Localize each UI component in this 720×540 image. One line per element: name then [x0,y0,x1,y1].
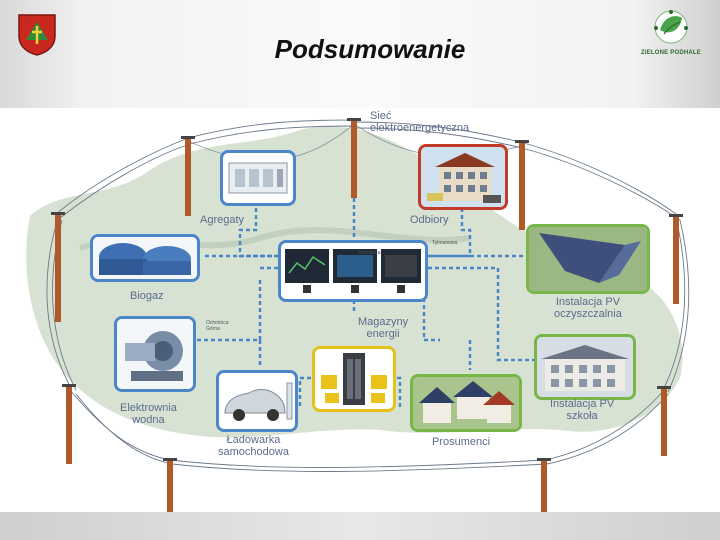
pole-icons [55,118,679,512]
monitor-screens-icon [281,243,425,299]
aggregates-label: Agregaty [200,214,245,226]
storage-label: Magazyny energii [358,316,409,340]
logo-caption: ZIELONE PODHALE [640,50,701,56]
charger-box [216,370,298,432]
biogas-tank-icon [93,237,197,279]
bottom-bar [0,512,720,540]
map-label-tylmanowa: Tylmanowa [432,240,458,246]
grid-label: Sieć elektroenergetyczna [370,110,470,134]
pv-school-box [534,334,636,400]
coat-of-arms-icon [16,12,58,56]
energy-system-diagram: Sieć elektroenergetyczna Agregaty Odbior… [0,108,720,512]
school-building-icon [537,337,633,397]
prosumers-box [410,374,522,432]
turbine-icon [117,319,193,389]
green-leaf-logo-icon: ZIELONE PODHALE [640,8,702,58]
consumers-box [418,144,508,210]
building-icon [421,147,505,207]
pv-school-label: Instalacja PV szkoła [550,398,615,422]
prosumers-label: Prosumenci [432,436,491,448]
aggregates-box [220,150,296,206]
map-label-ochotnica: Ochotnica [358,250,381,256]
consumers-label: Odbiory [410,214,449,226]
biogas-box [90,234,200,282]
hydro-box [114,316,196,392]
generator-icon [228,162,288,194]
hydro-label: Elektrownia wodna [120,402,177,426]
pv-plant-label: Instalacja PV oczyszczalnia [554,296,622,320]
houses-icon [413,377,519,429]
map-label-ochotnica-gorna: Ochotnica Górna [206,320,229,332]
battery-storage-icon [315,349,393,409]
solar-farm-icon [529,227,647,291]
slide-title: Podsumowanie [274,34,466,64]
charger-label: Ładowarka samochodowa [218,434,289,458]
storage-box [312,346,396,412]
pv-plant-box [526,224,650,294]
control-center-box [278,240,428,302]
electric-car-icon [219,373,295,429]
biogas-label: Biogaz [130,290,164,302]
